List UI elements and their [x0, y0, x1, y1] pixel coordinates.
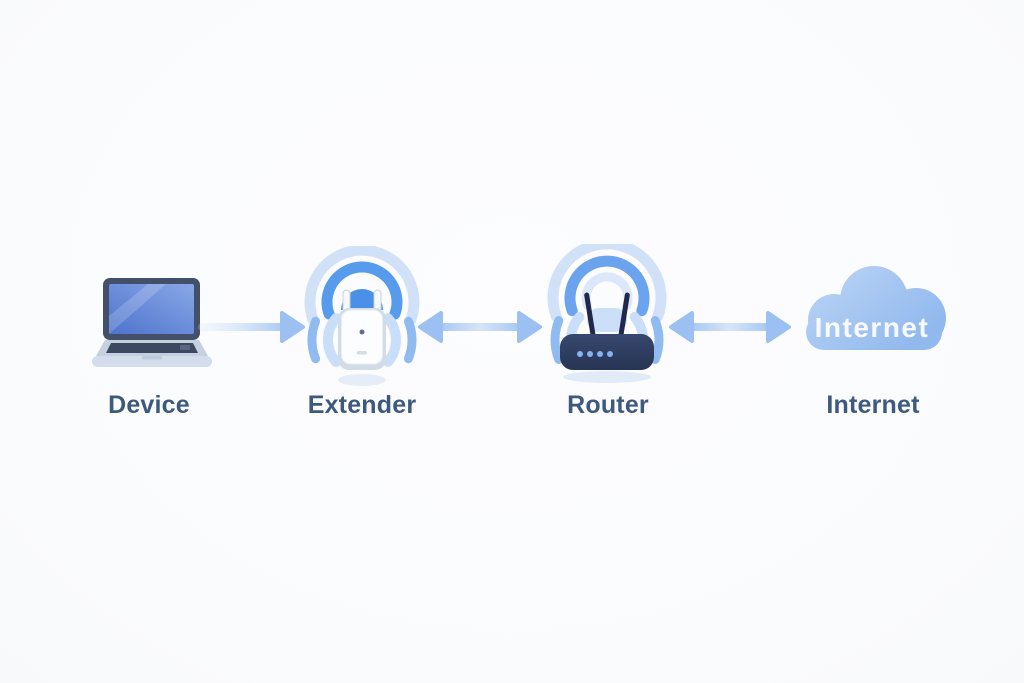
arrow-head-left — [418, 311, 443, 343]
extender-device — [338, 289, 386, 386]
arrow-device-to-extender — [198, 311, 305, 343]
cloud-shape — [806, 266, 946, 350]
wifi-signal-fan — [547, 244, 667, 322]
wifi-router-icon — [547, 244, 667, 383]
wifi-extender-icon — [304, 246, 420, 386]
extender-led — [359, 329, 365, 335]
arrow-head-right — [766, 311, 791, 343]
internet-cloud-icon: Internet — [806, 266, 946, 350]
arrow-head-right — [517, 311, 542, 343]
node-label-extender: Extender — [307, 391, 417, 419]
node-label-internet: Internet — [826, 391, 920, 419]
arrow-router-internet-bidirectional — [669, 311, 791, 343]
extender-shadow — [338, 374, 386, 386]
router-device — [560, 292, 654, 383]
router-antenna-right — [618, 292, 630, 339]
router-shadow — [563, 371, 651, 383]
arrow-head-right — [280, 311, 305, 343]
router-antenna-left — [584, 292, 596, 339]
arrow-shaft — [437, 323, 523, 331]
wifi-signal-fan — [304, 246, 420, 326]
node-label-device: Device — [108, 391, 190, 419]
arrow-extender-router-bidirectional — [418, 311, 542, 343]
arrow-shaft — [198, 323, 284, 331]
node-label-router: Router — [567, 391, 649, 419]
laptop-base — [92, 340, 212, 367]
arrow-shaft — [688, 323, 772, 331]
signal-waves-right — [383, 313, 417, 367]
signal-waves-left — [307, 313, 341, 367]
extender-slot — [357, 351, 367, 355]
laptop-icon — [92, 278, 212, 367]
arrow-head-left — [669, 311, 694, 343]
cloud-internet-text: Internet — [815, 312, 930, 343]
laptop-screen — [103, 278, 200, 340]
router-leds — [577, 351, 613, 357]
